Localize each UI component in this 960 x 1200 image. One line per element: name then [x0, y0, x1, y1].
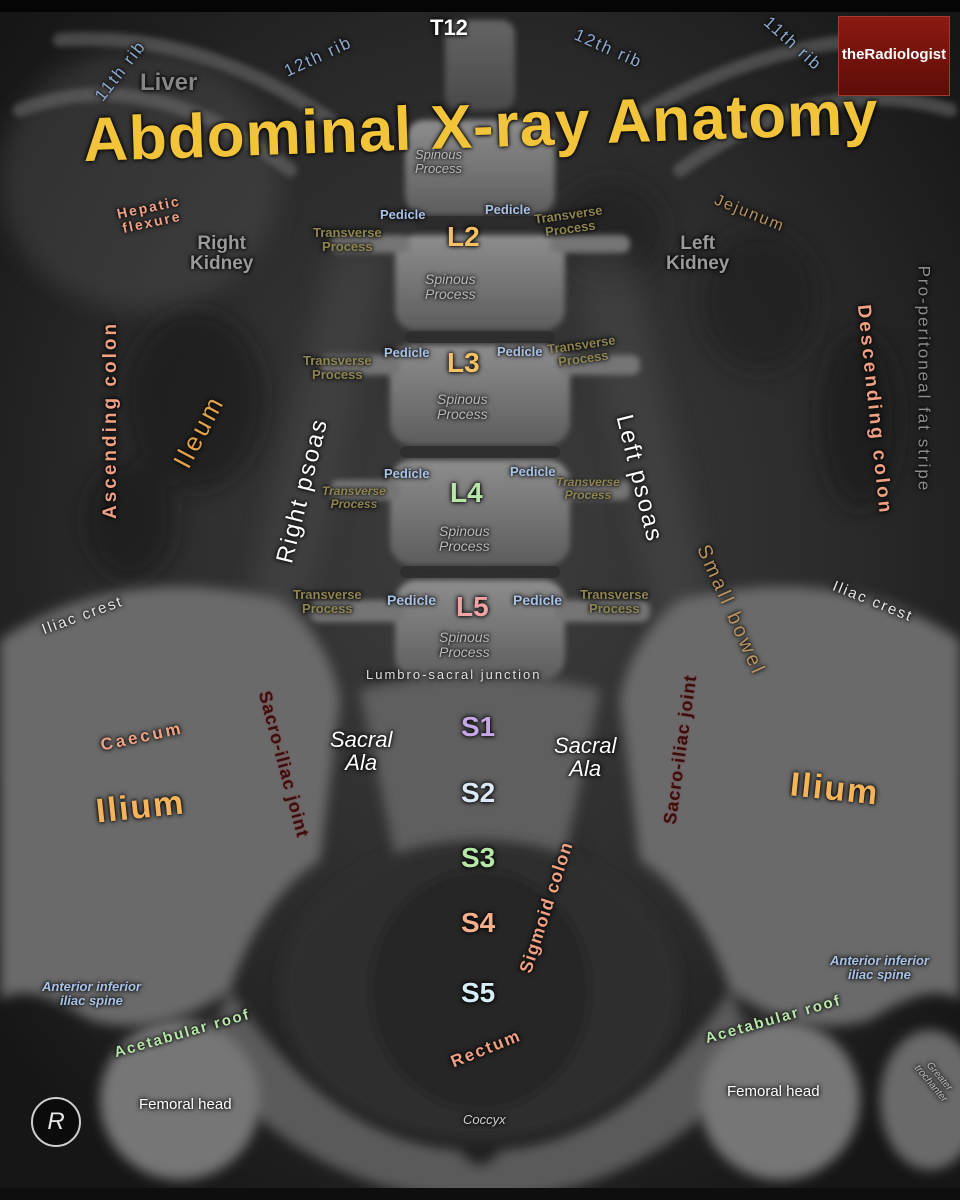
femoral-head-right-label: Femoral head	[727, 1083, 820, 1100]
pedicle-label: Pedicle	[497, 344, 543, 359]
left-kidney-label: Left Kidney	[666, 233, 730, 274]
vertebra-s2-label: S2	[461, 777, 496, 808]
pedicle-label: Pedicle	[384, 345, 430, 360]
transverse-process-label: Transverse Process	[313, 225, 382, 254]
spinous-process-label: Spinous Process	[415, 147, 462, 176]
transverse-process-label: Transverse Process	[303, 353, 372, 382]
transverse-process-label: Transverse Process	[293, 587, 362, 616]
pedicle-label: Pedicle	[513, 592, 563, 608]
pedicle-label: Pedicle	[387, 592, 437, 608]
brand-badge: theRadiologist	[838, 16, 950, 96]
spinous-process-label: Spinous Process	[439, 629, 490, 660]
femoral-head-left-label: Femoral head	[139, 1096, 232, 1113]
coccyx-label: Coccyx	[463, 1112, 506, 1127]
pro-peritoneal-label: Pro-peritoneal fat stripe	[914, 265, 934, 493]
ascending-colon-label: Ascending colon	[100, 320, 122, 520]
transverse-process-label: Transverse Process	[322, 484, 386, 511]
spinous-process-label: Spinous Process	[439, 523, 490, 554]
sacral-ala-left-label: Sacral Ala	[330, 727, 393, 776]
lumbosacral-junction-label: Lumbro-sacral junction	[366, 667, 542, 682]
vertebra-l4-label: L4	[450, 477, 483, 508]
pedicle-label: Pedicle	[384, 466, 430, 481]
aiis-left-label: Anterior inferior iliac spine	[42, 979, 141, 1008]
transverse-process-label: Transverse Process	[556, 475, 620, 502]
t12-label: T12	[430, 15, 468, 40]
pedicle-label: Pedicle	[380, 207, 426, 222]
vertebra-s5-label: S5	[461, 977, 496, 1008]
pedicle-label: Pedicle	[510, 464, 556, 479]
brand-name: theRadiologist	[841, 46, 947, 63]
vertebra-l5-label: L5	[456, 591, 489, 622]
vertebra-s3-label: S3	[461, 842, 496, 873]
transverse-process-label: Transverse Process	[580, 587, 649, 616]
vertebra-l3-label: L3	[447, 347, 480, 378]
liver-label: Liver	[140, 69, 198, 96]
sacral-ala-right-label: Sacral Ala	[554, 733, 617, 782]
spinous-process-label: Spinous Process	[425, 271, 476, 302]
aiis-right-label: Anterior inferior iliac spine	[830, 953, 929, 982]
spinous-process-label: Spinous Process	[437, 391, 488, 422]
vertebra-l2-label: L2	[447, 221, 480, 252]
vertebra-s1-label: S1	[461, 711, 496, 742]
vertebra-s4-label: S4	[461, 907, 496, 938]
right-kidney-label: Right Kidney	[190, 233, 254, 274]
pedicle-label: Pedicle	[485, 202, 531, 217]
r-logo: R	[31, 1097, 81, 1147]
r-logo-letter: R	[47, 1108, 65, 1135]
